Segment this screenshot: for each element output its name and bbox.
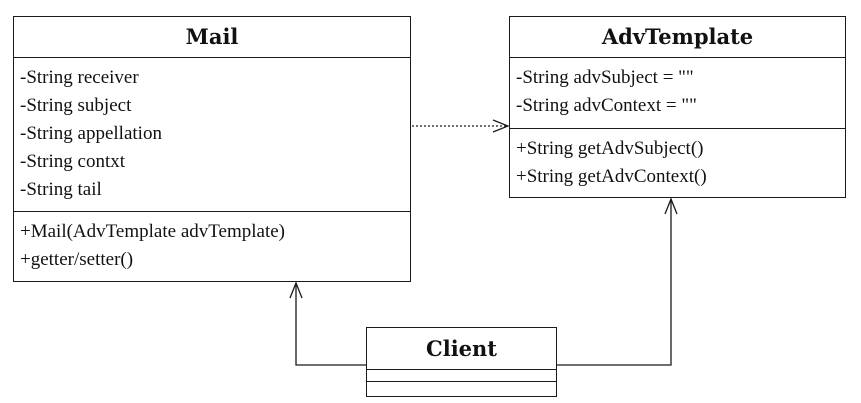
dependency-mail-to-advtemplate (412, 119, 510, 133)
association-client-to-mail (289, 281, 366, 366)
class-mail-attributes: -String receiver -String subject -String… (14, 58, 410, 211)
operation: +Mail(AdvTemplate advTemplate) (20, 221, 285, 242)
class-mail-operations: +Mail(AdvTemplate advTemplate) +getter/s… (14, 211, 410, 276)
class-adv-template-attributes: -String advSubject = "" -String advConte… (510, 58, 845, 128)
operation: +getter/setter() (20, 249, 134, 270)
attribute: -String advSubject = "" (516, 67, 694, 88)
class-adv-template: AdvTemplate -String advSubject = "" -Str… (509, 16, 846, 198)
open-arrowhead-icon (664, 197, 678, 215)
class-adv-template-name: AdvTemplate (510, 17, 845, 58)
class-client-name: Client (367, 328, 556, 370)
attribute: -String receiver (20, 67, 139, 88)
class-mail: Mail -String receiver -String subject -S… (13, 16, 411, 282)
attribute: -String appellation (20, 123, 162, 144)
attribute: -String subject (20, 95, 132, 116)
open-arrowhead-icon (492, 119, 510, 133)
class-client-attributes (367, 370, 556, 382)
operation: +String getAdvSubject() (516, 138, 704, 159)
attribute: -String advContext = "" (516, 95, 697, 116)
attribute: -String tail (20, 179, 102, 200)
association-client-to-advtemplate (557, 197, 678, 366)
open-arrowhead-icon (289, 281, 303, 299)
operation: +String getAdvContext() (516, 166, 707, 187)
attribute: -String contxt (20, 151, 126, 172)
class-adv-template-operations: +String getAdvSubject() +String getAdvCo… (510, 128, 845, 193)
class-mail-name: Mail (14, 17, 410, 58)
class-client: Client (366, 327, 557, 397)
